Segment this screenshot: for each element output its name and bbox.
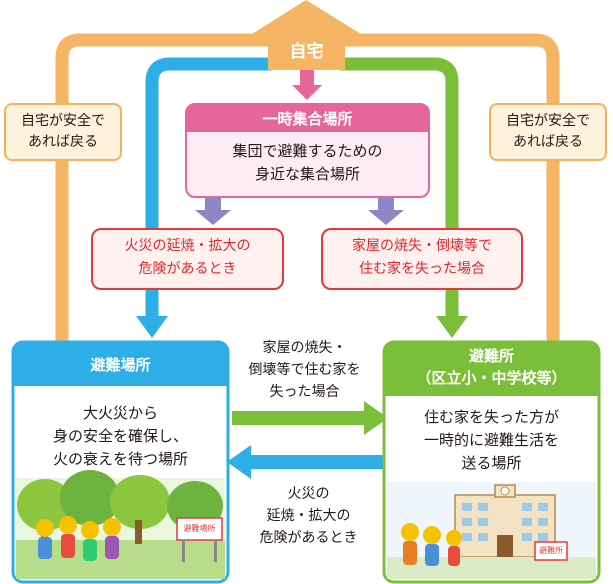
home-house-shape xyxy=(252,0,361,70)
return-path-right xyxy=(345,33,560,345)
purple-arrowhead-right xyxy=(368,210,404,225)
purple-arrow-right-shaft xyxy=(378,197,394,211)
purple-arrowhead-left xyxy=(195,210,231,225)
green-path-to-shelter xyxy=(340,57,459,318)
home-label: 自宅 xyxy=(289,42,324,62)
temporary-area-description: 集団で避難するための 身近な集合場所 xyxy=(232,142,383,183)
shelter-header xyxy=(384,342,599,396)
evacuation-area-header xyxy=(13,342,228,386)
shelter-illustration xyxy=(387,482,596,579)
blue-path-to-evacuation-area xyxy=(145,57,272,318)
evacuation-area-description: 大火災から 身の安全を確保し、 火の衰えを待つ場所 xyxy=(52,404,188,468)
evacuation-area-title: 避難場所 xyxy=(90,356,151,374)
temporary-area-header xyxy=(186,104,429,132)
return-path-left xyxy=(55,33,270,345)
return-note-right: 自宅が安全で あれば戻る xyxy=(489,103,607,161)
shelter-description: 住む家を失った方が 一時的に避難生活を 送る場所 xyxy=(423,408,559,472)
return-note-left: 自宅が安全で あれば戻る xyxy=(4,103,122,161)
arrow-to-shelter-label: 家屋の焼失・ 倒壊等で住む家を 失った場合 xyxy=(248,340,361,400)
arrow-to-area-shaft xyxy=(249,455,383,469)
arrow-to-area-label: 火災の 延焼・拡大の 危険があるとき xyxy=(259,486,358,546)
temporary-area-title: 一時集合場所 xyxy=(262,110,353,128)
arrow-to-shelter-shaft xyxy=(232,411,366,425)
shelter-title: 避難所 （区立小・中学校等） xyxy=(416,347,567,387)
shelter-sign: 避難所 xyxy=(539,546,563,555)
condition-fire-box: 火災の延焼・拡大の 危険があるとき xyxy=(91,228,284,290)
evacuee-figures-shelter xyxy=(401,523,462,566)
evacuation-area-illustration xyxy=(16,470,225,579)
condition-house-box: 家屋の焼失・倒壊等で 住む家を失った場合 xyxy=(321,228,523,290)
purple-arrow-left-shaft xyxy=(205,197,221,211)
pink-arrow-shaft xyxy=(300,70,314,86)
arrow-to-shelter-head xyxy=(364,401,388,435)
arrow-to-area-head xyxy=(227,445,251,479)
evacuee-figures xyxy=(36,516,121,561)
green-arrowhead-down xyxy=(436,316,468,338)
evacuation-area-sign: 避難場所 xyxy=(183,524,216,533)
blue-arrowhead-down xyxy=(136,316,168,338)
pink-arrowhead xyxy=(292,85,322,100)
